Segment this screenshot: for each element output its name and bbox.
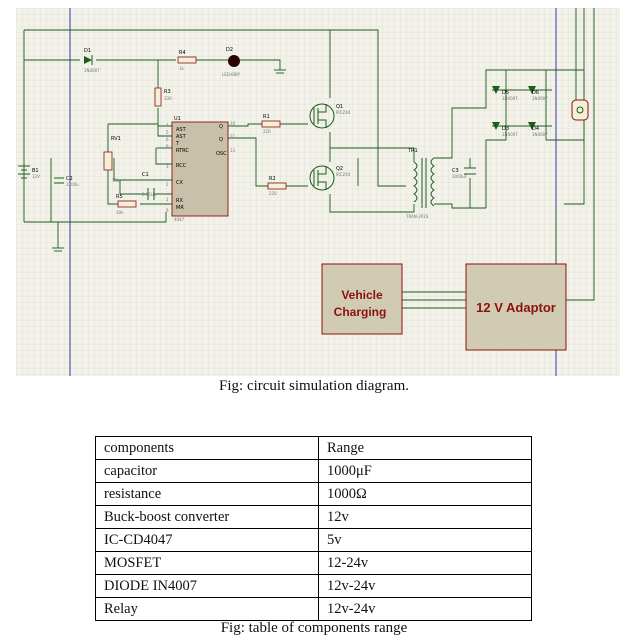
svg-text:LED-BIBY: LED-BIBY — [222, 72, 241, 77]
svg-text:9: 9 — [166, 208, 169, 213]
column-header-range: Range — [318, 436, 532, 460]
svg-text:RTRC: RTRC — [176, 148, 189, 154]
range-cell: 1000Ω — [318, 482, 532, 506]
svg-text:T: T — [175, 141, 180, 147]
svg-text:2: 2 — [166, 182, 169, 187]
range-cell: 12v — [318, 505, 532, 529]
svg-text:Charging: Charging — [334, 305, 387, 319]
range-cell: 12v-24v — [318, 597, 532, 621]
vehicle-charging-block: Vehicle Charging — [321, 263, 403, 335]
svg-text:C1: C1 — [142, 172, 149, 178]
component-cell: Buck-boost converter — [95, 505, 319, 529]
svg-text:5: 5 — [166, 130, 169, 135]
svg-text:R4: R4 — [179, 50, 186, 56]
svg-text:C2: C2 — [66, 176, 73, 182]
svg-text:D6: D6 — [532, 90, 539, 96]
svg-text:R3: R3 — [164, 89, 171, 95]
svg-text:10: 10 — [230, 121, 236, 126]
svg-text:RCC: RCC — [176, 163, 187, 169]
svg-text:TR1: TR1 — [407, 148, 418, 154]
svg-text:Vehicle: Vehicle — [341, 288, 383, 302]
column-header-components: components — [95, 436, 319, 460]
svg-text:1N4007: 1N4007 — [502, 96, 518, 101]
svg-text:R1: R1 — [263, 114, 270, 120]
svg-text:12V: 12V — [32, 174, 40, 179]
svg-text:AST: AST — [176, 127, 187, 133]
table-caption: Fig: table of components range — [220, 620, 408, 636]
svg-text:D3: D3 — [502, 126, 509, 132]
svg-text:D4: D4 — [532, 126, 539, 132]
svg-text:1N4007: 1N4007 — [532, 96, 548, 101]
svg-text:CX: CX — [176, 180, 183, 186]
svg-text:R5: R5 — [116, 194, 123, 200]
svg-text:B1: B1 — [32, 168, 39, 174]
svg-text:12 V Adaptor: 12 V Adaptor — [476, 300, 556, 315]
svg-text:MR: MR — [176, 205, 184, 211]
svg-text:C3: C3 — [452, 168, 459, 174]
svg-text:OSC: OSC — [216, 151, 227, 157]
svg-text:220: 220 — [263, 129, 271, 134]
svg-text:1: 1 — [166, 197, 169, 202]
schematic-caption: Fig: circuit simulation diagram. — [219, 378, 409, 394]
svg-text:6: 6 — [166, 137, 169, 142]
adaptor-block: 12 V Adaptor — [465, 263, 567, 351]
range-cell: 12v-24v — [318, 574, 532, 598]
svg-text:0.01Uu: 0.01Uu — [142, 192, 157, 197]
svg-text:Q2: Q2 — [336, 166, 343, 172]
svg-text:10k: 10k — [112, 178, 120, 183]
svg-text:IRCZ44: IRCZ44 — [336, 110, 351, 115]
svg-text:RV1: RV1 — [111, 136, 121, 142]
component-cell: IC-CD4047 — [95, 528, 319, 552]
svg-text:Q: Q — [219, 137, 223, 143]
svg-text:11: 11 — [230, 134, 236, 139]
svg-text:D1: D1 — [84, 48, 91, 54]
range-cell: 1000μF — [318, 459, 532, 483]
range-cell: 12-24v — [318, 551, 532, 575]
svg-text:8: 8 — [166, 144, 169, 149]
svg-text:1000uF: 1000uF — [452, 174, 468, 179]
svg-text:R2: R2 — [269, 176, 276, 182]
svg-text:RX: RX — [176, 198, 183, 204]
svg-text:IRCZ44: IRCZ44 — [336, 172, 351, 177]
table-header-row: components Range — [95, 436, 532, 460]
svg-text:3: 3 — [166, 164, 169, 169]
component-cell: Relay — [95, 597, 319, 621]
svg-text:Q1: Q1 — [336, 104, 343, 110]
svg-text:2200u: 2200u — [66, 182, 79, 187]
svg-text:220: 220 — [269, 191, 277, 196]
svg-text:1k: 1k — [179, 66, 185, 71]
circuit-schematic: D1 1N4007 R4 1k D2 LED-BIBY R3 330 RV1 1… — [16, 8, 620, 376]
svg-text:1N4007: 1N4007 — [84, 68, 100, 73]
component-cell: MOSFET — [95, 551, 319, 575]
svg-text:TRAN-2P2S: TRAN-2P2S — [405, 214, 429, 219]
svg-text:D5: D5 — [502, 90, 509, 96]
svg-text:U1: U1 — [174, 116, 181, 122]
svg-text:AST: AST — [176, 134, 187, 140]
diode-d1: D1 1N4007 — [84, 48, 100, 73]
svg-text:330: 330 — [164, 96, 172, 101]
svg-text:10k: 10k — [116, 210, 124, 215]
svg-text:1N4007: 1N4007 — [532, 132, 548, 137]
svg-text:4047: 4047 — [174, 217, 185, 222]
range-cell: 5v — [318, 528, 532, 552]
svg-text:4: 4 — [166, 123, 169, 128]
svg-text:1N4007: 1N4007 — [502, 132, 518, 137]
component-cell: DIODE IN4007 — [95, 574, 319, 598]
svg-text:Q: Q — [219, 124, 223, 130]
component-cell: capacitor — [95, 459, 319, 483]
component-cell: resistance — [95, 482, 319, 506]
svg-text:13: 13 — [230, 148, 236, 153]
svg-text:D2: D2 — [226, 47, 233, 53]
